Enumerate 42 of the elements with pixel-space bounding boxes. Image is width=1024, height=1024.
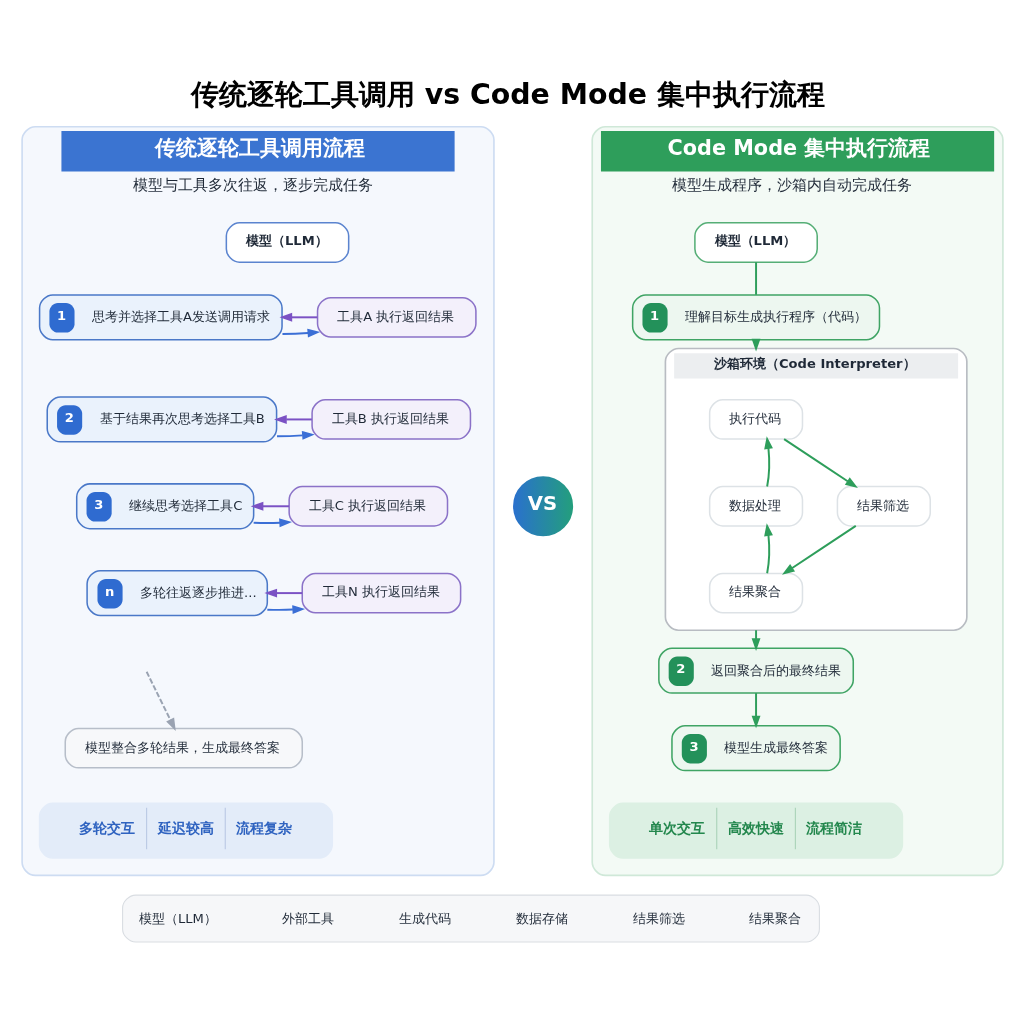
node-box: 多轮交互 延迟较高 流程复杂 [38, 802, 333, 859]
node-box: 工具B 执行返回结果 [310, 399, 471, 440]
node-box: 单次交互 高效快速 流程简洁 [608, 802, 903, 859]
node-box: 3 模型生成最终答案 [670, 725, 841, 772]
arrow [273, 415, 313, 424]
legend-label: 结果筛选 [632, 910, 685, 926]
arrow [763, 436, 773, 488]
node-box: 执行代码 [708, 399, 803, 440]
arrow [275, 430, 315, 440]
arrow [280, 328, 320, 338]
node-box: 模型（LLM） [225, 222, 349, 263]
node-box: 工具A 执行返回结果 [316, 296, 477, 338]
node-box: 3 继续思考选择工具C [75, 483, 254, 530]
node-box: 模型整合多轮结果，生成最终答案 [64, 727, 303, 769]
legend-label: 外部工具 [281, 910, 334, 926]
arrow [279, 312, 318, 322]
node-box: 2 基于结果再次思考选择工具B [45, 396, 277, 443]
legend-label: 生成代码 [398, 910, 451, 926]
arrow [263, 588, 303, 598]
node-box: 工具N 执行返回结果 [301, 572, 461, 614]
node-box: 工具C 执行返回结果 [287, 485, 448, 527]
arrow [763, 523, 773, 575]
arrow [782, 438, 858, 488]
arrow [145, 670, 176, 731]
node-box: 1 思考并选择工具A发送调用请求 [38, 294, 283, 341]
node-box: n 多轮往返逐步推进... [85, 569, 268, 617]
legend-label: 数据存储 [515, 910, 568, 926]
node-box: 2 返回聚合后的最终结果 [657, 647, 854, 694]
arrow [265, 605, 305, 615]
node-box: 数据处理 [708, 485, 803, 527]
arrow [252, 518, 292, 528]
node-box: 结果筛选 [836, 485, 931, 527]
arrow [250, 501, 290, 511]
arrow [751, 629, 760, 651]
legend-label: 模型（LLM） [138, 910, 217, 926]
arrow [781, 524, 857, 575]
node-box: 结果聚合 [708, 572, 803, 614]
diagram-title: 传统逐轮工具调用 vs Code Mode 集中执行流程 [190, 77, 825, 111]
legend-label: 结果聚合 [749, 910, 802, 926]
node-box: 模型（LLM） [693, 222, 818, 263]
connector [754, 261, 757, 296]
arrow [751, 692, 760, 729]
